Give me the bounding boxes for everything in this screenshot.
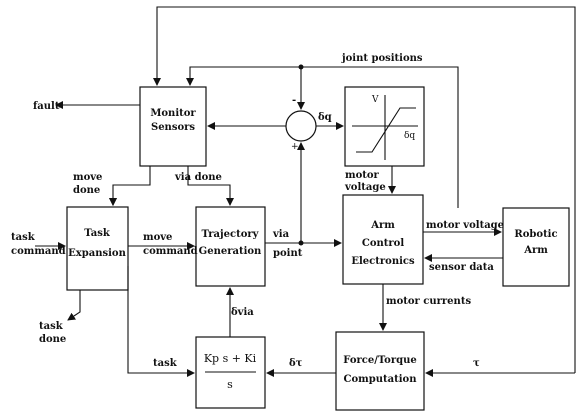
pid-denominator: s bbox=[227, 378, 233, 391]
pid-block: Kp s + Ki s bbox=[195, 336, 266, 409]
label-sensor-data: sensor data bbox=[429, 262, 494, 273]
wire-joint-positions bbox=[186, 66, 459, 208]
task-exp-label-1: Task bbox=[84, 228, 111, 239]
label-dtau: δτ bbox=[289, 358, 303, 369]
task-exp-label-2: Expansion bbox=[68, 248, 126, 259]
label-via-point-2: point bbox=[273, 248, 303, 259]
label-joint-positions: joint positions bbox=[341, 53, 423, 64]
label-motor-currents: motor currents bbox=[386, 296, 471, 307]
force-torque-block: Force/Torque Computation bbox=[335, 331, 425, 411]
saturation-block: V δq bbox=[344, 86, 425, 167]
monitor-sensors-block: Monitor Sensors bbox=[139, 86, 207, 167]
label-move-done-1: move bbox=[73, 172, 102, 183]
robotic-arm-label-1: Robotic bbox=[514, 229, 557, 240]
task-expansion-block: Task Expansion bbox=[66, 206, 129, 291]
sat-x-label: δq bbox=[404, 131, 415, 141]
wire-move-done bbox=[109, 166, 151, 206]
arm-ctrl-label-2: Control bbox=[362, 238, 404, 249]
label-via-point-1: via bbox=[272, 229, 290, 240]
label-dq: δq bbox=[318, 112, 332, 123]
label-motor-voltage-v-1: motor bbox=[345, 170, 380, 181]
pid-numerator: Kp s + Ki bbox=[204, 352, 257, 365]
sum-minus-sign: - bbox=[292, 95, 296, 106]
label-tau: τ bbox=[473, 358, 480, 369]
wire-task-done bbox=[67, 290, 81, 321]
label-fault: fault bbox=[33, 101, 60, 112]
label-task: task bbox=[153, 358, 178, 369]
arm-ctrl-label-3: Electronics bbox=[351, 256, 415, 267]
label-via-done: via done bbox=[174, 172, 222, 183]
label-task-done-2: done bbox=[39, 334, 66, 345]
wire-via-done bbox=[187, 166, 234, 206]
wire-top-feedback bbox=[153, 6, 576, 373]
label-move-command-2: command bbox=[143, 246, 198, 257]
label-move-command-1: move bbox=[143, 232, 172, 243]
robotic-arm-block: Robotic Arm bbox=[502, 207, 570, 287]
monitor-label-1: Monitor bbox=[150, 108, 196, 119]
label-task-done-1: task bbox=[39, 321, 64, 332]
traj-label-2: Generation bbox=[199, 246, 262, 257]
label-move-done-2: done bbox=[73, 185, 100, 196]
arm-control-electronics-block: Arm Control Electronics bbox=[342, 194, 424, 285]
monitor-label-2: Sensors bbox=[151, 122, 195, 133]
sat-y-label: V bbox=[371, 95, 379, 105]
label-motor-voltage-h: motor voltage bbox=[426, 220, 504, 231]
traj-label-1: Trajectory bbox=[202, 229, 260, 240]
label-task-command-1: task bbox=[11, 232, 36, 243]
trajectory-generation-block: Trajectory Generation bbox=[195, 206, 266, 287]
label-dvia: δvia bbox=[231, 307, 254, 318]
robotic-arm-label-2: Arm bbox=[523, 245, 548, 256]
sum-plus-sign: + bbox=[291, 142, 299, 152]
label-task-command-2: command bbox=[11, 246, 66, 257]
wire-task bbox=[127, 266, 195, 377]
arm-ctrl-label-1: Arm bbox=[370, 220, 395, 231]
ft-label-2: Computation bbox=[344, 374, 418, 385]
label-motor-voltage-v-2: voltage bbox=[344, 182, 386, 193]
ft-label-1: Force/Torque bbox=[343, 355, 416, 366]
